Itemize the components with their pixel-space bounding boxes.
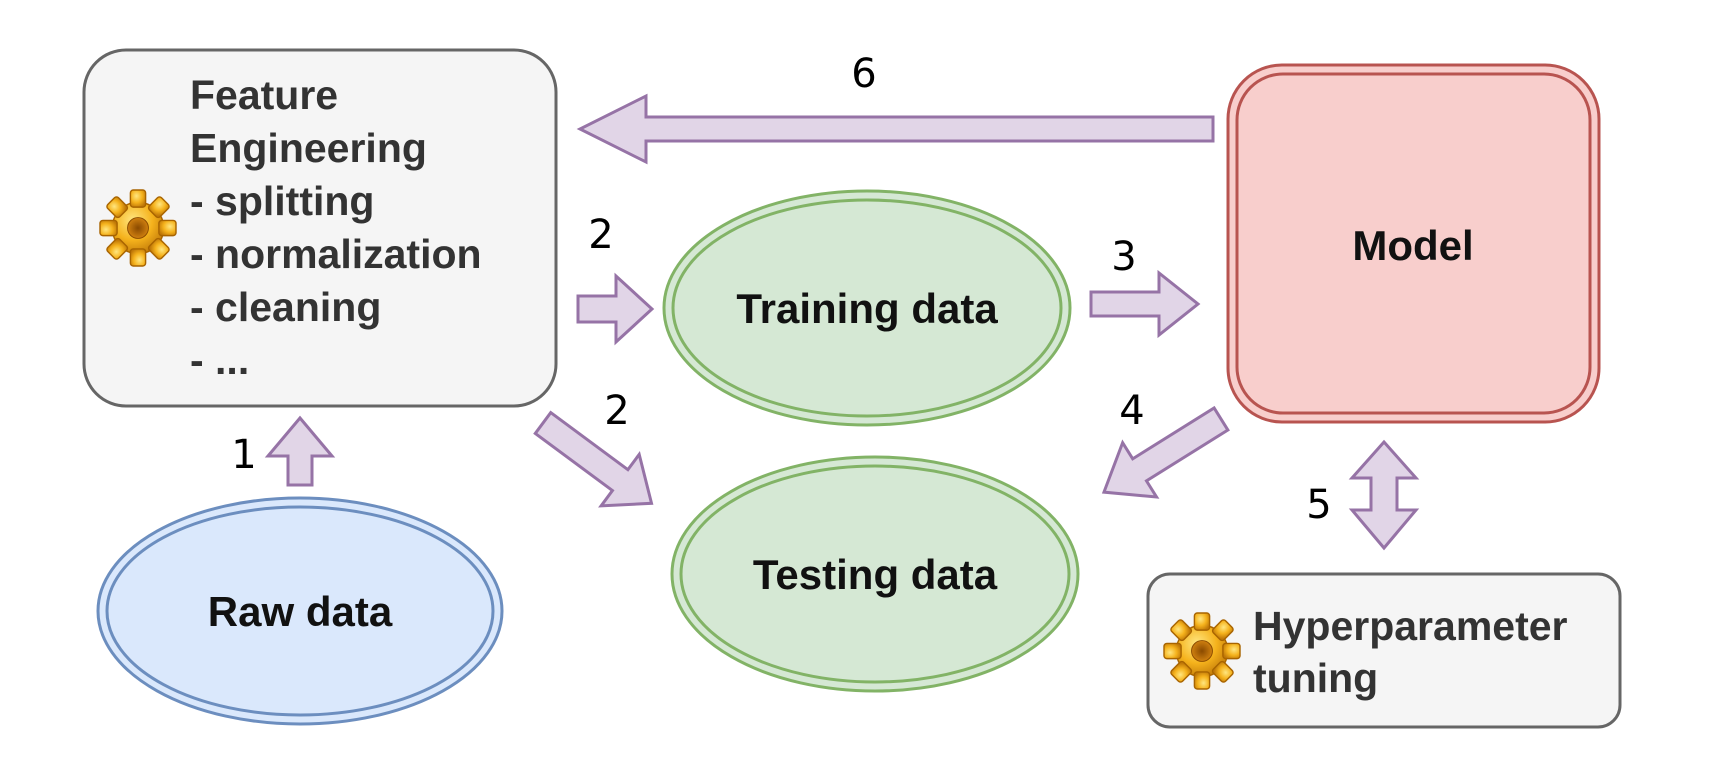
training-data-ellipse-inner	[671, 198, 1063, 418]
hyperparameter-tuning-line-1: Hyperparameter	[1253, 603, 1568, 649]
testing-data-ellipse-outer	[670, 455, 1080, 693]
feature-engineering-item-splitting: - splitting	[190, 178, 374, 224]
feature-engineering-title-line-2: Engineering	[190, 125, 427, 171]
arrow-step-2-testing	[533, 410, 654, 508]
arrow-step-1	[264, 415, 336, 487]
arrow-step-3	[1089, 269, 1201, 339]
model-node: Model	[1226, 63, 1601, 424]
feature-engineering-item-normalization: - normalization	[190, 231, 482, 277]
step-label-5: 5	[1306, 482, 1331, 528]
raw-data-label: Raw data	[208, 588, 393, 635]
feature-engineering-item-cleaning: - cleaning	[190, 284, 381, 330]
step-label-2-testing: 2	[604, 388, 629, 434]
gear-icon	[1163, 612, 1241, 690]
step-label-4: 4	[1119, 388, 1144, 434]
step-label-2-training: 2	[588, 212, 613, 258]
arrow-step-4	[1101, 405, 1230, 499]
hyperparameter-tuning-box	[1146, 572, 1622, 729]
arrow-step-6	[576, 93, 1215, 165]
model-box-outer	[1226, 63, 1601, 424]
step-label-6: 6	[851, 51, 876, 97]
feature-engineering-item-more: - ...	[190, 337, 249, 383]
step-label-1: 1	[231, 432, 256, 478]
gear-icon	[99, 189, 177, 267]
training-data-label: Training data	[736, 285, 998, 332]
raw-data-ellipse-outer	[96, 496, 504, 726]
hyperparameter-tuning-line-2: tuning	[1253, 655, 1378, 701]
arrow-step-2-training	[576, 272, 655, 346]
testing-data-label: Testing data	[753, 551, 998, 598]
feature-engineering-box	[82, 48, 558, 408]
model-box-inner	[1235, 72, 1592, 415]
hyperparameter-tuning-node: Hyperparameter tuning	[1146, 572, 1622, 729]
feature-engineering-title-line-1: Feature	[190, 72, 338, 118]
testing-data-ellipse-inner	[679, 464, 1071, 684]
arrow-step-5	[1348, 439, 1420, 551]
model-label: Model	[1352, 222, 1473, 269]
step-label-3: 3	[1111, 234, 1136, 280]
raw-data-node: Raw data	[96, 496, 504, 726]
training-data-node: Training data	[662, 189, 1072, 427]
feature-engineering-node: Feature Engineering - splitting - normal…	[82, 48, 558, 408]
testing-data-node: Testing data	[670, 455, 1080, 693]
training-data-ellipse-outer	[662, 189, 1072, 427]
raw-data-ellipse-inner	[105, 505, 495, 717]
